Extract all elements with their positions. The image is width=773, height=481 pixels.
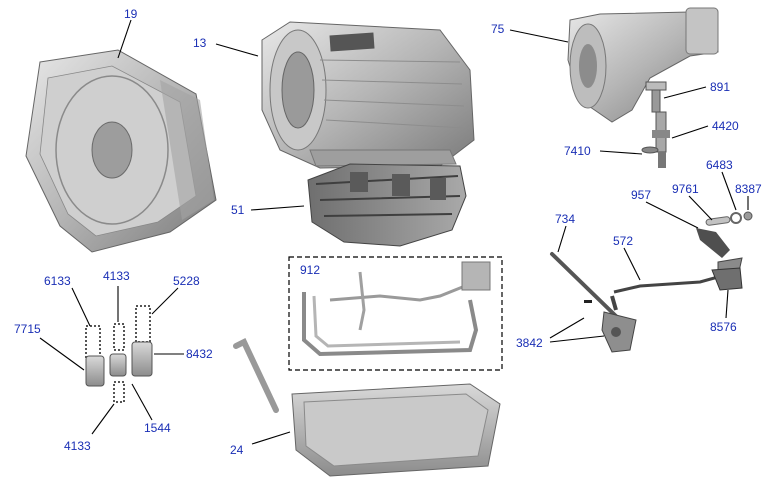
callout-75: 75 (491, 22, 505, 36)
callout-8576: 8576 (710, 320, 737, 334)
extension-housing (567, 7, 719, 123)
callout-1544: 1544 (144, 421, 171, 435)
callout-8432: 8432 (186, 347, 213, 361)
callout-9761: 9761 (672, 182, 699, 196)
callout-19: 19 (124, 7, 138, 21)
callout-912: 912 (300, 263, 321, 277)
lever-parts (696, 211, 753, 258)
callout-572: 572 (613, 234, 634, 248)
transmission-case (261, 21, 475, 169)
callout-13: 13 (193, 36, 207, 50)
callout-891: 891 (710, 80, 731, 94)
park-pawl-bracket (711, 267, 743, 291)
speed-sensor-assembly (641, 81, 670, 168)
callout-6483: 6483 (706, 158, 733, 172)
oil-tube-assembly (288, 256, 503, 371)
callout-4133-top: 4133 (103, 269, 130, 283)
park-rod (550, 252, 637, 353)
callout-51: 51 (231, 203, 245, 217)
valve-body (307, 163, 467, 247)
callout-957: 957 (631, 188, 652, 202)
callout-3842: 3842 (516, 336, 543, 350)
callout-4420: 4420 (712, 119, 739, 133)
callout-7410: 7410 (564, 144, 591, 158)
callout-5228: 5228 (173, 274, 200, 288)
callout-7715: 7715 (14, 322, 41, 336)
leader-lines (39, 19, 749, 445)
callout-734: 734 (555, 212, 576, 226)
springs-and-pistons (85, 305, 153, 403)
callout-8387: 8387 (735, 182, 762, 196)
callout-6133: 6133 (44, 274, 71, 288)
torque-converter-housing (25, 49, 217, 253)
callout-24: 24 (230, 443, 244, 457)
callout-4133-bottom: 4133 (64, 439, 91, 453)
oil-pan (233, 337, 501, 477)
